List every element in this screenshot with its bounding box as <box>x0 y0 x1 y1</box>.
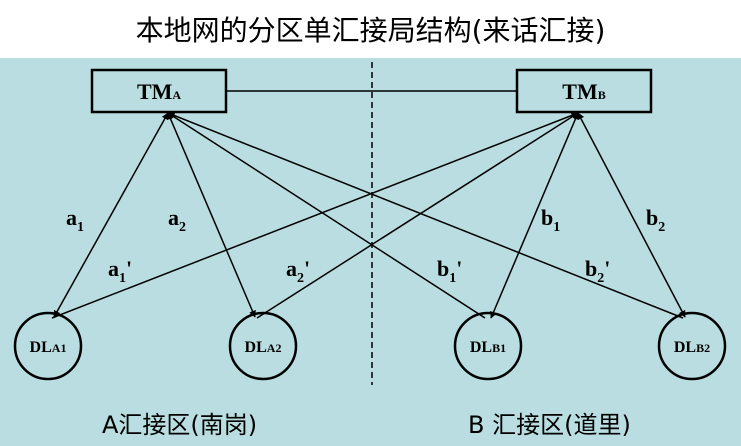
tandem-node-b: TMB <box>515 68 653 114</box>
link-b1 <box>490 112 579 319</box>
tmb-sub: B <box>598 88 606 102</box>
end-office-a1: DLA1 <box>13 311 83 381</box>
svg-text:DLB2: DLB2 <box>674 339 710 356</box>
label-a2p: a2' <box>286 256 310 286</box>
end-office-b2: DLB2 <box>657 311 727 381</box>
svg-text:DLA1: DLA1 <box>30 339 67 356</box>
label-a1p: a1' <box>108 256 132 286</box>
dla1-sub: A1 <box>52 341 67 355</box>
svg-text:DLB1: DLB1 <box>470 339 506 356</box>
label-b1p: b1' <box>437 256 462 286</box>
region-b-label: B 汇接区(道里) <box>468 411 631 439</box>
dla1-label: DL <box>30 339 52 356</box>
end-office-b1: DLB1 <box>453 311 523 381</box>
tma-label: TM <box>137 79 173 104</box>
link-b1p <box>167 112 486 319</box>
link-a1 <box>53 112 169 318</box>
dlb2-label: DL <box>674 339 696 356</box>
tandem-node-a: TMA <box>90 68 228 114</box>
dlb2-sub: B2 <box>696 341 710 355</box>
end-office-a2: DLA2 <box>228 311 298 381</box>
tmb-label: TM <box>562 79 598 104</box>
label-b1: b1 <box>541 205 560 235</box>
diagram-title: 本地网的分区单汇接局结构(来话汇接) <box>135 14 606 47</box>
label-b2p: b2' <box>585 256 610 286</box>
link-a2 <box>167 112 256 318</box>
dlb1-sub: B1 <box>492 341 506 355</box>
dla2-label: DL <box>245 339 267 356</box>
link-b2 <box>577 112 686 318</box>
svg-text:TMB: TMB <box>562 79 605 104</box>
link-b2p <box>167 112 684 319</box>
label-a2: a2 <box>168 205 186 235</box>
label-b2: b2 <box>646 205 665 235</box>
dlb1-label: DL <box>470 339 492 356</box>
svg-text:TMA: TMA <box>137 79 181 104</box>
tma-sub: A <box>172 88 181 102</box>
dla2-sub: A2 <box>267 341 282 355</box>
link-a2p <box>256 112 579 319</box>
label-a1: a1 <box>66 205 84 235</box>
link-a1p <box>51 112 579 319</box>
region-a-label: A汇接区(南岗) <box>102 411 258 439</box>
svg-text:DLA2: DLA2 <box>245 339 282 356</box>
